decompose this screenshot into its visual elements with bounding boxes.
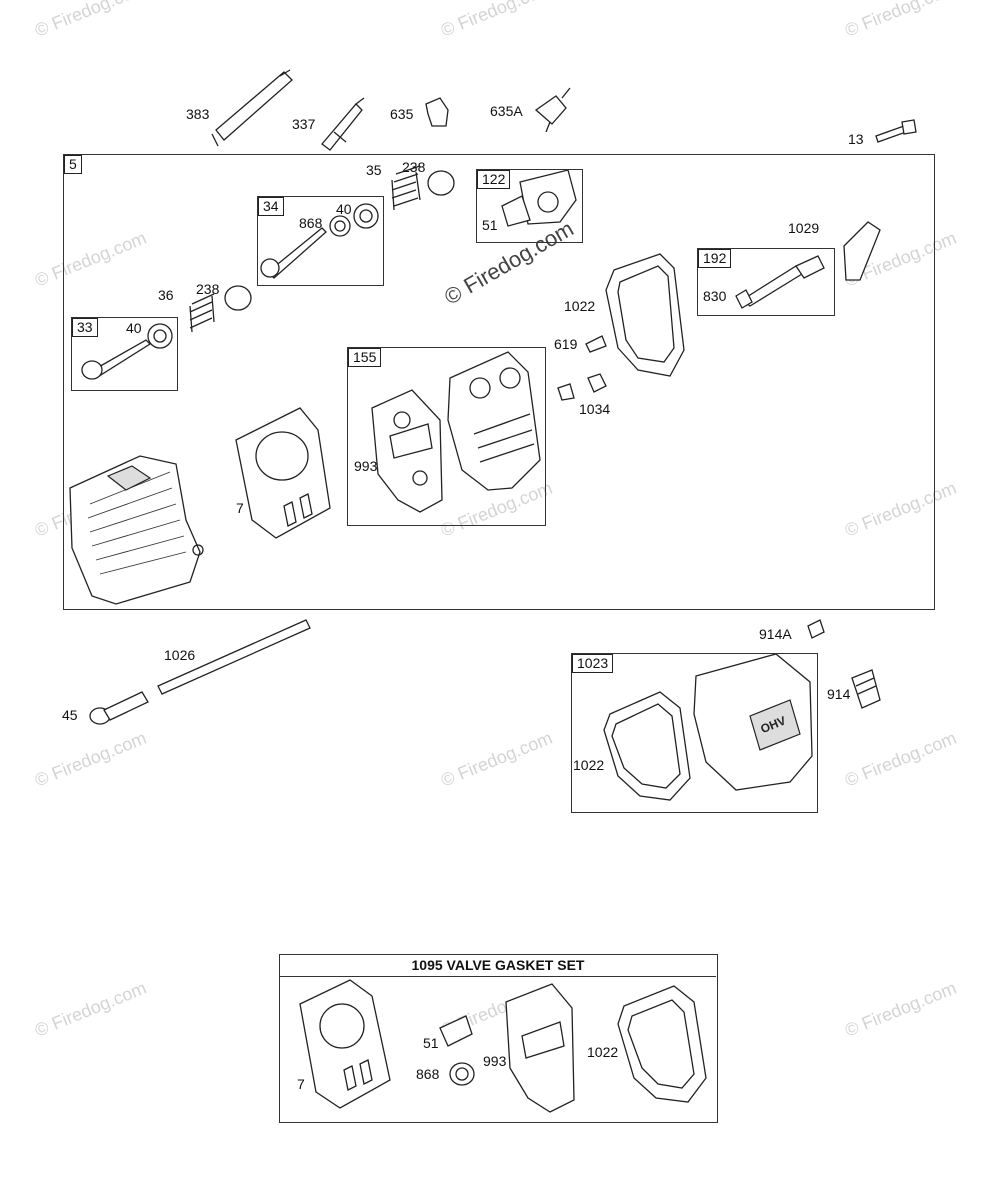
part-993-gasket	[371, 389, 443, 513]
part-cylinder-head	[69, 455, 204, 605]
part-635a-connector	[534, 87, 571, 133]
part-1023-valve-cover: OHV	[693, 653, 813, 791]
callout-635: 635	[390, 106, 414, 122]
callout-40-top: 40	[336, 201, 352, 217]
part-619-bolt	[585, 335, 607, 353]
callout-1026: 1026	[164, 647, 196, 663]
part-155-breather-plate	[447, 351, 541, 491]
kit-box-1095	[279, 954, 718, 1123]
box-tag-122: 122	[477, 170, 511, 189]
part-337-spark-plug	[321, 97, 365, 151]
callout-830: 830	[703, 288, 727, 304]
part-35-spring	[391, 165, 421, 211]
callout-1022-kit: 1022	[587, 1044, 619, 1060]
part-868-kit-seal	[449, 1062, 475, 1086]
part-45-guide	[89, 691, 149, 725]
box-tag-155: 155	[348, 348, 382, 367]
callout-1029: 1029	[788, 220, 820, 236]
part-51-kit-gasket	[439, 1015, 473, 1047]
box-tag-33: 33	[72, 318, 98, 337]
part-238-cap	[427, 170, 455, 196]
kit-box-155	[347, 347, 546, 526]
callout-619: 619	[554, 336, 578, 352]
callout-635a: 635A	[490, 103, 523, 119]
kit-box-1023	[571, 653, 818, 813]
part-7-head-gasket	[235, 407, 331, 539]
kit-title-1095: 1095 VALVE GASKET SET	[280, 954, 716, 977]
callout-1022-mid: 1022	[564, 298, 596, 314]
callout-993-kit: 993	[483, 1053, 507, 1069]
box-tag-5: 5	[64, 155, 82, 174]
part-1022-kit-gasket	[617, 985, 707, 1103]
callout-238-top: 238	[402, 159, 426, 175]
part-1029-rocker	[843, 221, 881, 281]
box-tag-34: 34	[258, 197, 284, 216]
kit-box-122	[476, 169, 583, 243]
callout-1034: 1034	[579, 401, 611, 417]
part-383-tube	[211, 69, 293, 147]
box-tag-1023: 1023	[572, 654, 614, 673]
part-34-valve	[260, 203, 379, 279]
part-914-bolt	[851, 669, 881, 709]
callout-13: 13	[848, 131, 864, 147]
callout-35: 35	[366, 162, 382, 178]
callout-7-kit: 7	[297, 1076, 305, 1092]
callout-40-mid: 40	[126, 320, 142, 336]
box-tag-192: 192	[698, 249, 732, 268]
callout-238-mid: 238	[196, 281, 220, 297]
part-7-kit-head-gasket	[299, 979, 391, 1109]
part-1034-clips	[557, 373, 607, 401]
callout-45: 45	[62, 707, 78, 723]
callout-993-mid: 993	[354, 458, 378, 474]
part-13-bolt	[875, 119, 917, 143]
part-914a-bolt	[807, 619, 825, 639]
callout-868-top: 868	[299, 215, 323, 231]
callout-51-top: 51	[482, 217, 498, 233]
callout-7-mid: 7	[236, 500, 244, 516]
callout-914: 914	[827, 686, 851, 702]
part-993-kit-gasket	[505, 983, 575, 1113]
callout-914a: 914A	[759, 626, 792, 642]
callout-337: 337	[292, 116, 316, 132]
part-36-spring	[189, 293, 215, 333]
part-635-boot	[425, 97, 449, 127]
part-1022-cover-gasket	[603, 691, 691, 801]
kit-box-34	[257, 196, 384, 286]
part-238-cap-mid	[224, 285, 252, 311]
part-122-flange	[501, 169, 577, 227]
callout-36: 36	[158, 287, 174, 303]
part-830-stud	[735, 255, 825, 309]
callout-1022-cover: 1022	[573, 757, 605, 773]
part-1026-push-rod	[157, 619, 311, 695]
part-33-valve	[81, 323, 173, 380]
callout-383: 383	[186, 106, 210, 122]
callout-51-kit: 51	[423, 1035, 439, 1051]
assembly-box-5	[63, 154, 935, 610]
kit-box-192	[697, 248, 835, 316]
callout-868-kit: 868	[416, 1066, 440, 1082]
part-1022-gasket	[605, 253, 685, 377]
kit-box-33	[71, 317, 178, 391]
